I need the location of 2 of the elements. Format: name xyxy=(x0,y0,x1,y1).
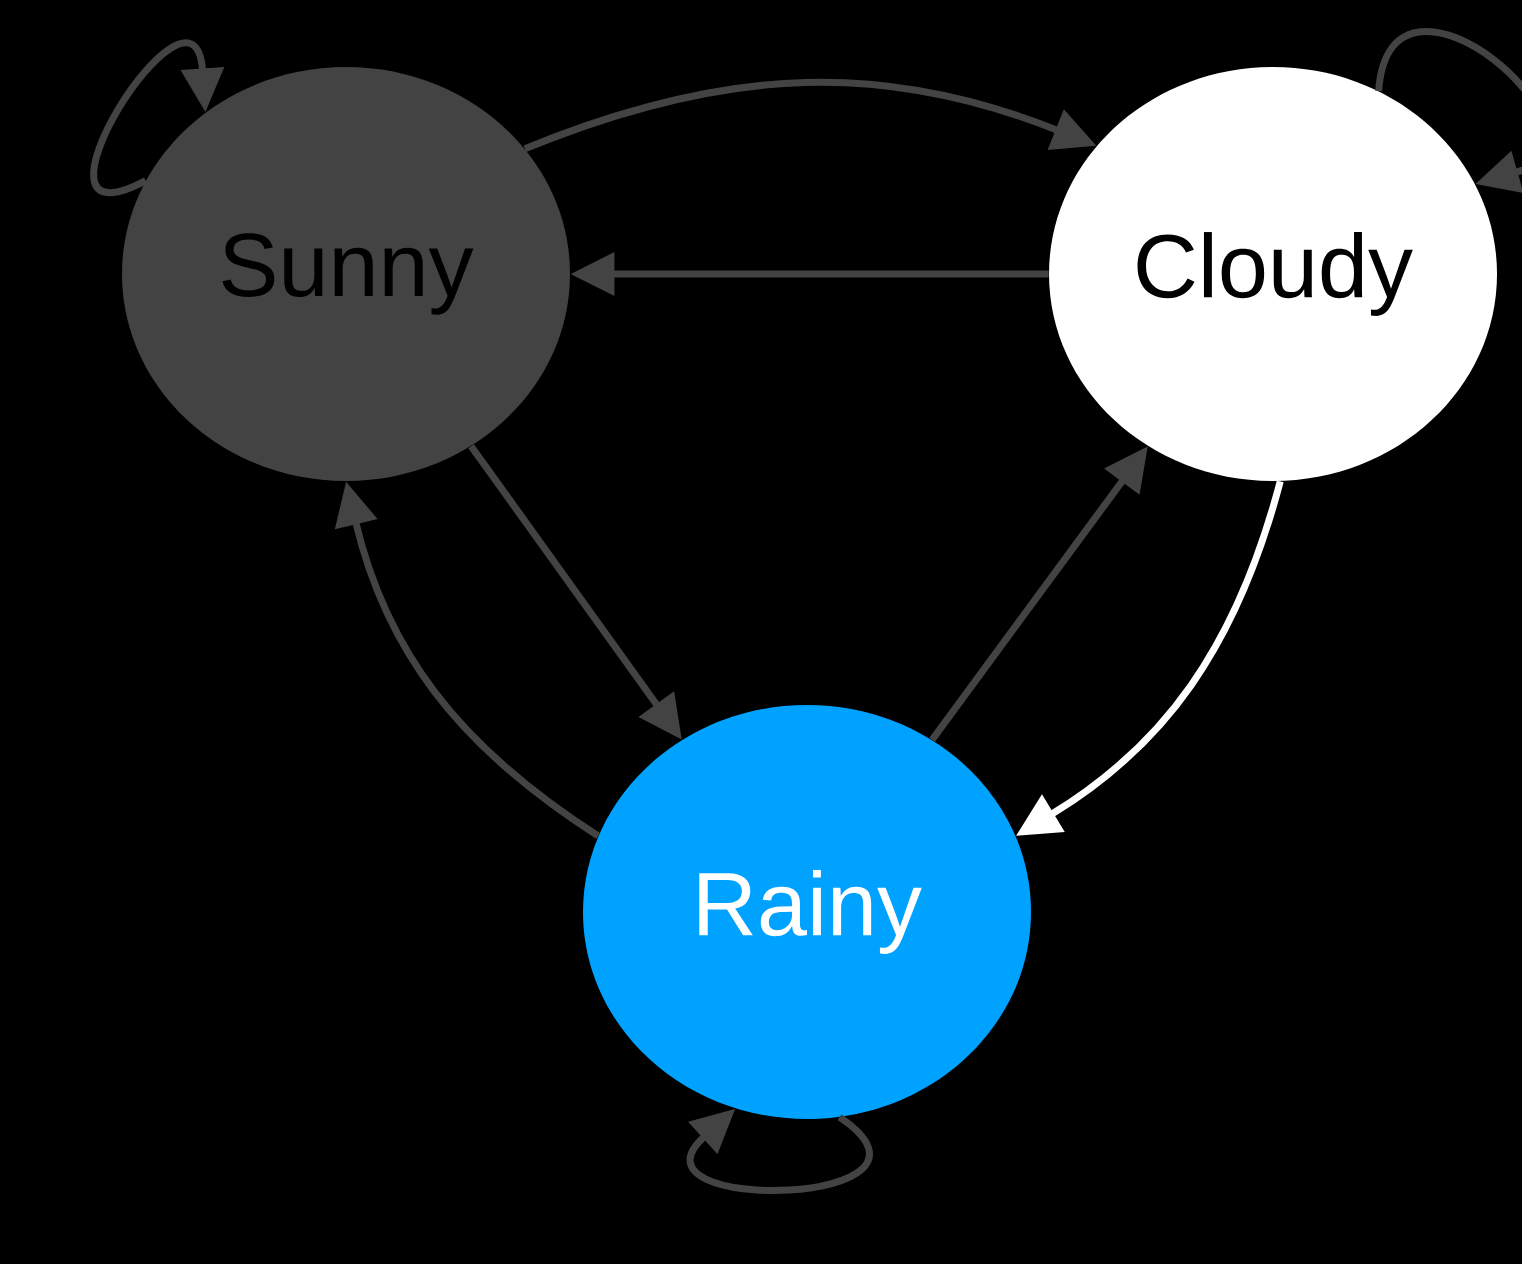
loop-arrow xyxy=(90,39,225,196)
loop-arrow xyxy=(1375,28,1522,193)
